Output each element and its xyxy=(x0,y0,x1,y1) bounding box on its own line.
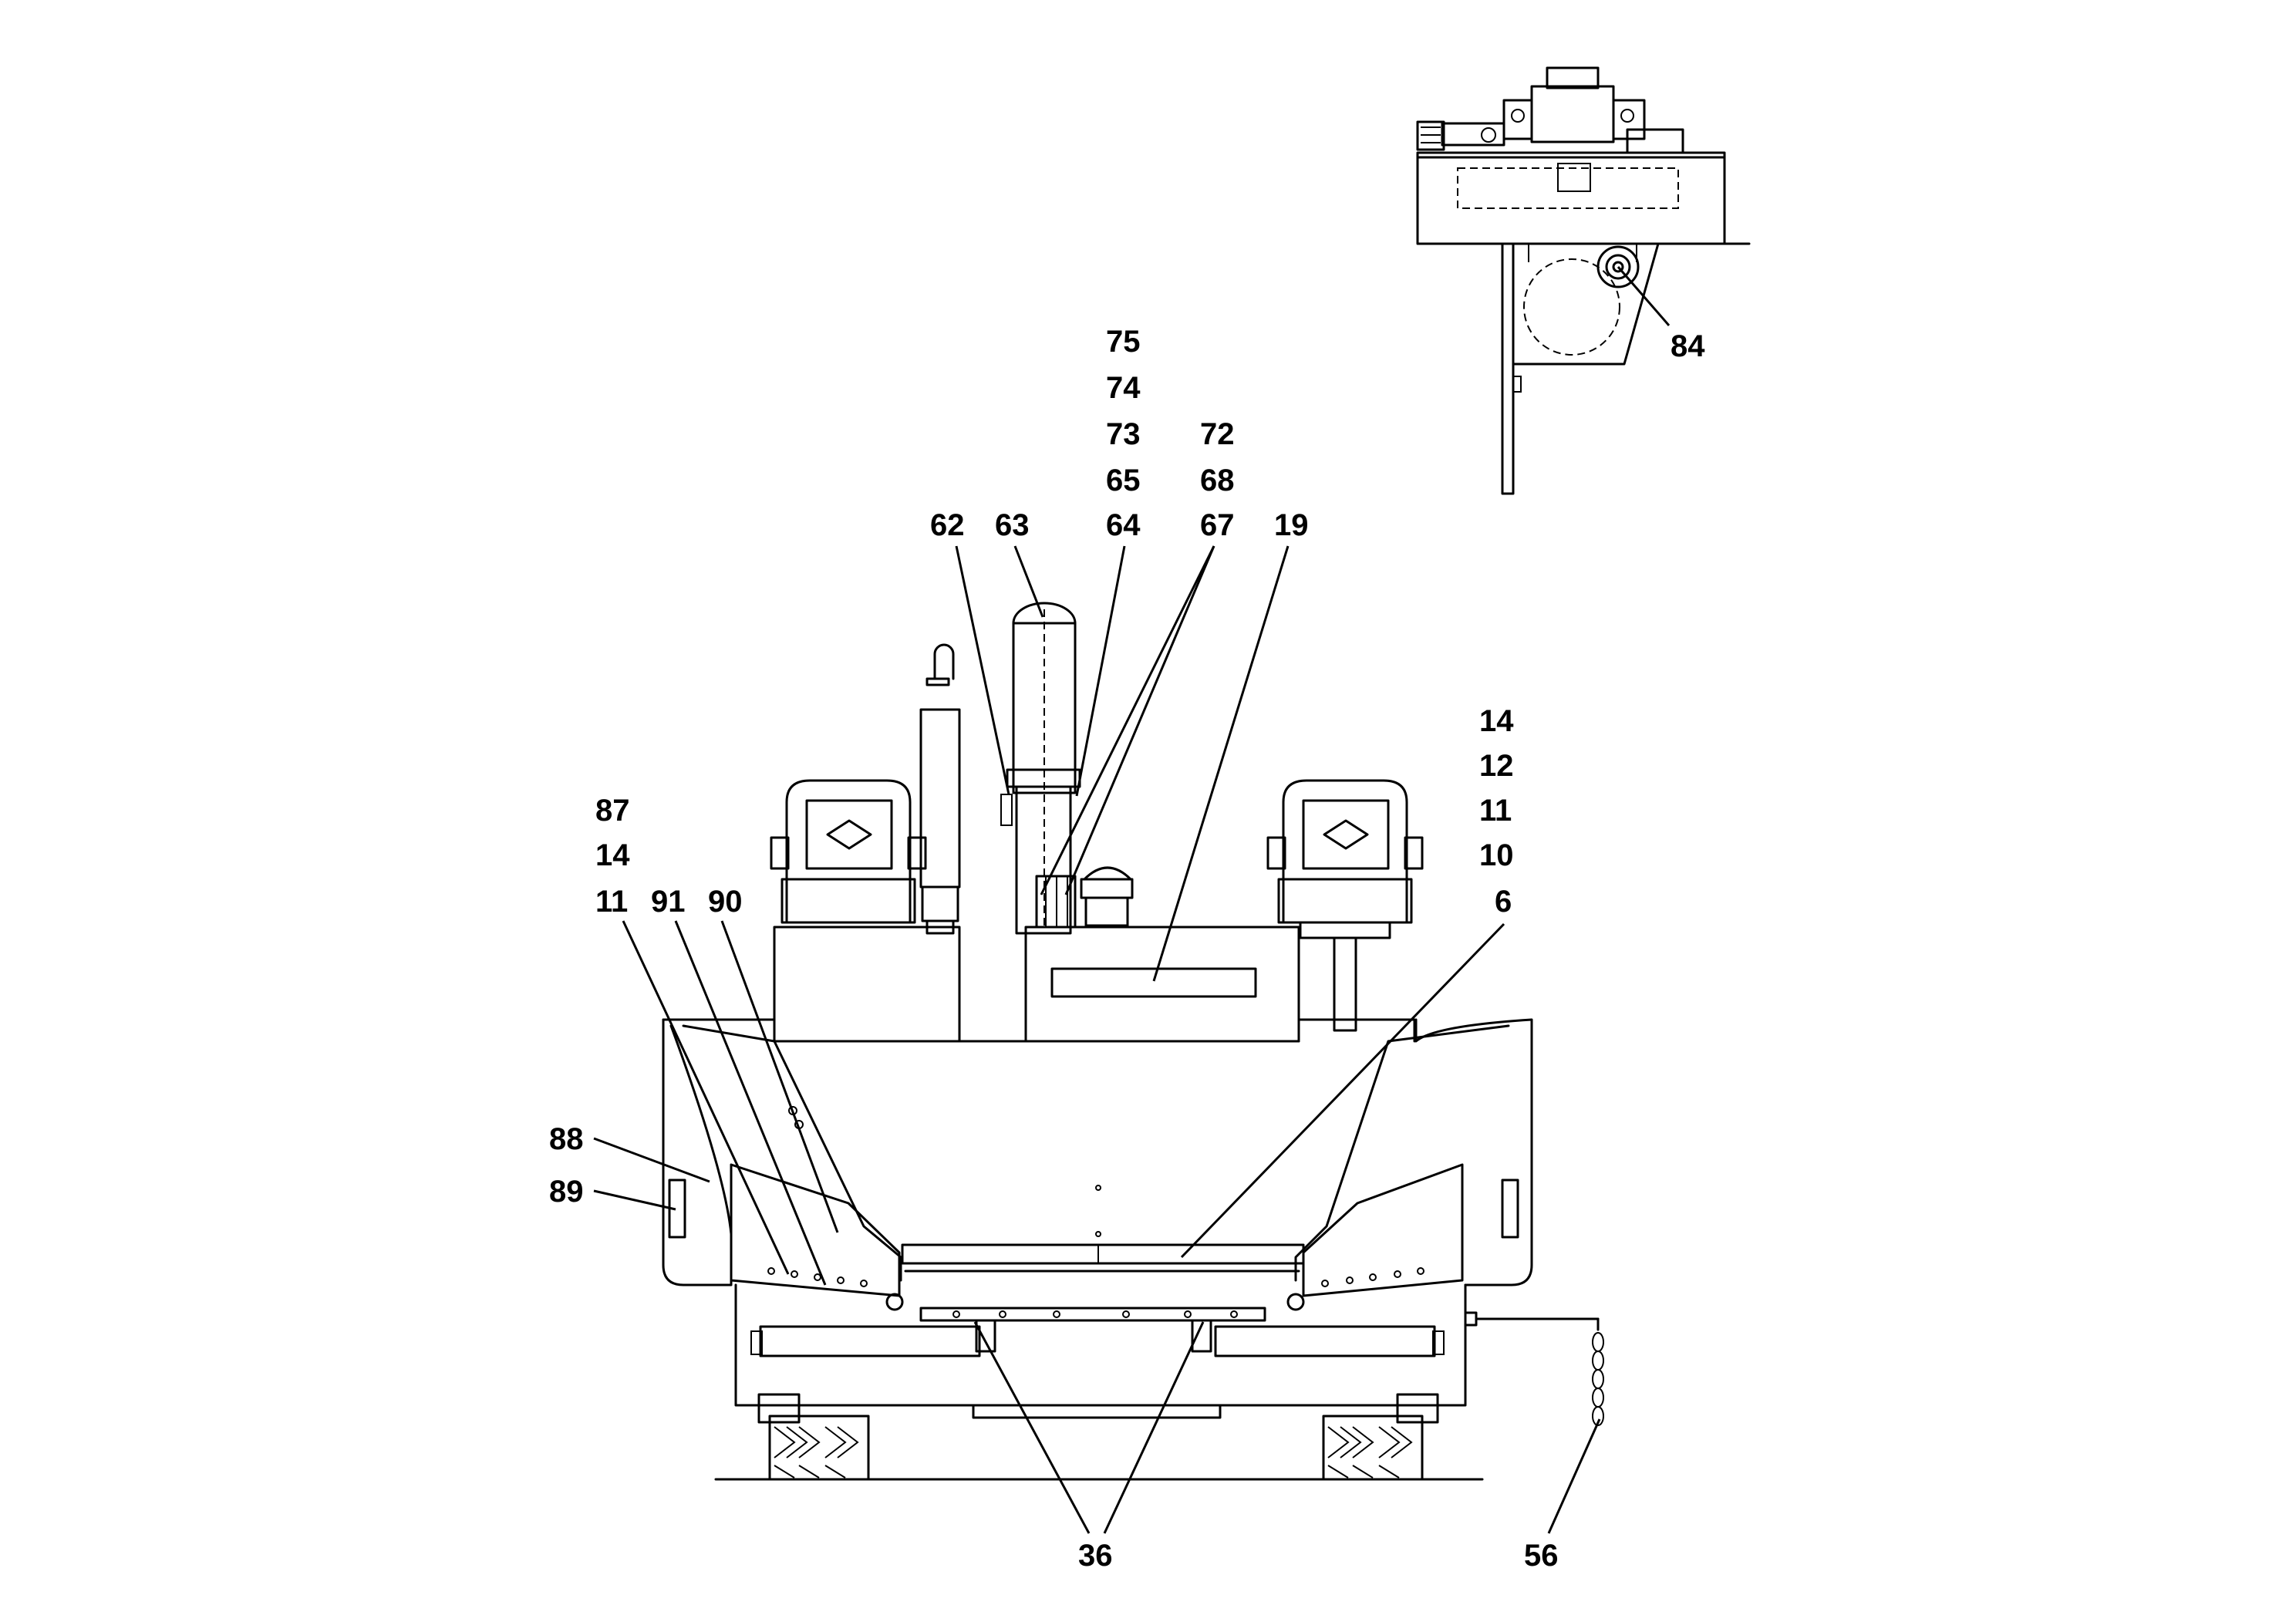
callout-68: 68 xyxy=(1200,464,1235,497)
callout-14-left: 14 xyxy=(595,838,630,872)
callout-87: 87 xyxy=(595,794,630,828)
callout-75: 75 xyxy=(1106,325,1141,359)
left-seat xyxy=(770,779,927,924)
callout-90: 90 xyxy=(708,885,743,919)
callout-11-left: 11 xyxy=(595,885,628,919)
callout-84: 84 xyxy=(1671,329,1705,363)
callout-12: 12 xyxy=(1479,749,1514,783)
callout-labels: 84 75 74 73 65 64 72 68 67 62 63 19 14 1… xyxy=(549,325,1705,1573)
callout-63: 63 xyxy=(995,508,1030,542)
callout-14-right: 14 xyxy=(1479,704,1514,738)
callout-88: 88 xyxy=(549,1122,584,1156)
callout-91: 91 xyxy=(651,885,686,919)
paver-main-view xyxy=(662,602,1604,1481)
callout-65: 65 xyxy=(1106,464,1141,497)
callout-64: 64 xyxy=(1106,508,1141,542)
right-track xyxy=(1322,1415,1424,1481)
callout-36: 36 xyxy=(1078,1539,1113,1573)
callout-56: 56 xyxy=(1524,1539,1559,1573)
callout-89: 89 xyxy=(549,1175,584,1209)
leader-lines xyxy=(593,266,1671,1534)
callout-6: 6 xyxy=(1495,885,1512,919)
detail-view xyxy=(1416,66,1751,495)
callout-67: 67 xyxy=(1200,508,1235,542)
callout-11-right: 11 xyxy=(1479,794,1512,828)
callout-73: 73 xyxy=(1106,417,1141,451)
callout-62: 62 xyxy=(930,508,965,542)
callout-72: 72 xyxy=(1200,417,1235,451)
callout-74: 74 xyxy=(1106,371,1141,405)
right-seat xyxy=(1266,779,1424,1032)
left-track xyxy=(768,1415,870,1481)
callout-19: 19 xyxy=(1274,508,1309,542)
callout-10: 10 xyxy=(1479,838,1514,872)
